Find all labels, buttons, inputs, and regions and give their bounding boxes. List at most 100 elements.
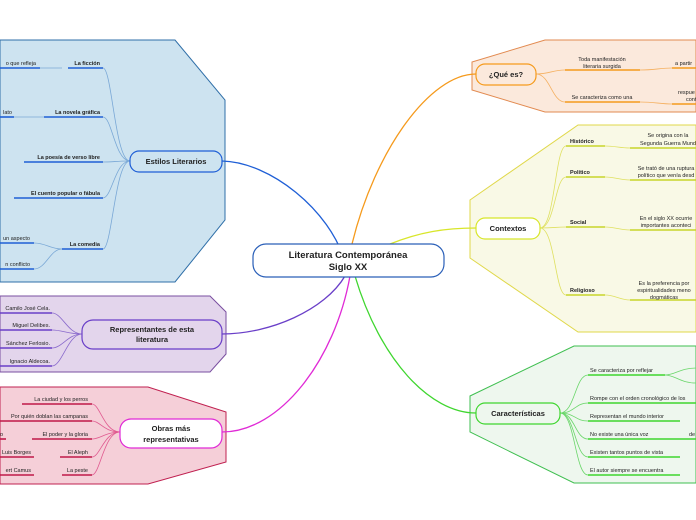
connector-representantes [221, 275, 346, 335]
contexto-detail: Es la preferencia por [639, 281, 690, 287]
caracteristica[interactable]: Representan el mundo interior [590, 414, 664, 420]
que-es-detail: cont [686, 97, 696, 103]
estilos-branch [102, 160, 131, 199]
caracteristica-tail: de [689, 432, 695, 438]
estilo-detail: lato [3, 110, 12, 116]
que-es-branch [639, 67, 673, 71]
rep-branch [51, 312, 83, 335]
representantes-node[interactable] [81, 319, 223, 350]
contexto-label[interactable]: Histórico [570, 139, 594, 145]
que-es-branch [535, 69, 566, 75]
obra-title[interactable]: El Aleph [68, 450, 88, 456]
connector-que-es [351, 73, 477, 245]
caracteristicas-node[interactable] [475, 402, 561, 425]
contexto-detail: dogmáticas [650, 295, 678, 301]
contexto-label[interactable]: Religioso [570, 288, 595, 294]
obra-title[interactable]: El poder y la gloria [42, 432, 88, 438]
obras-title-line1: Obras más [152, 424, 191, 433]
contextos-node[interactable] [475, 217, 541, 240]
ctx-branch [539, 227, 567, 296]
connector-contextos [389, 227, 477, 245]
caracteristica[interactable]: Rompe con el orden cronológico de los [590, 396, 686, 402]
obras-branch [91, 403, 121, 433]
estilos-node[interactable] [129, 150, 223, 173]
contexto-detail: En el siglo XX ocurrie [640, 216, 693, 222]
obras-branch [91, 420, 121, 433]
representante[interactable]: Sánchez Ferlosio. [6, 341, 50, 347]
estilos-title: Estilos Literarios [146, 157, 207, 166]
ctx-branch [604, 226, 631, 231]
que-es-branch [535, 73, 566, 103]
estilos-branch [102, 67, 131, 162]
contextos-panel [469, 124, 696, 333]
car-branch [664, 374, 696, 384]
representantes-title-line2: literatura [136, 335, 169, 344]
que-es-branch [639, 101, 673, 105]
que-es-panel [471, 39, 696, 113]
estilo-detail: n conflicto [5, 262, 30, 268]
obra-author: ert Camus [6, 468, 32, 474]
estilo-detail: un aspecto [3, 236, 30, 242]
que-es-item-line1[interactable]: Toda manifestación [578, 57, 625, 63]
rep-branch [51, 333, 83, 367]
ctx-branch [539, 145, 567, 229]
estilo-label[interactable]: La comedia [70, 242, 101, 248]
estilo-label[interactable]: El cuento popular o fábula [31, 191, 101, 197]
caracteristica[interactable]: El autor siempre se encuentra [590, 468, 664, 474]
obra-author: o [0, 432, 3, 438]
central-title-line2: Siglo XX [329, 262, 368, 273]
contextos-title: Contextos [490, 224, 527, 233]
ctx-branch [604, 176, 631, 181]
representante[interactable]: Ignacio Aldecoa. [10, 359, 51, 365]
estilos-branch [102, 116, 131, 162]
representantes-title-line1: Representantes de esta [110, 325, 195, 334]
contexto-detail: espiritualidades meno [637, 288, 691, 294]
que-es-node[interactable] [475, 63, 537, 86]
connector-caracteristicas [354, 275, 477, 414]
que-es-detail: respue [678, 90, 695, 96]
contexto-detail: Se origina con la [648, 133, 690, 139]
estilos-panel [0, 39, 226, 283]
estilo-label[interactable]: La ficción [74, 61, 100, 67]
ctx-branch [604, 294, 631, 301]
obra-title[interactable]: La ciudad y los perros [34, 397, 88, 403]
que-es-title: ¿Qué es? [489, 70, 524, 79]
que-es-item-line1[interactable]: Se caracteriza como una [572, 95, 634, 101]
contexto-label[interactable]: Social [570, 220, 587, 226]
ctx-branch [539, 176, 567, 229]
ctx-branch [539, 226, 567, 229]
estilos-branch [102, 160, 131, 250]
obra-author: Luis Borges [2, 450, 31, 456]
caracteristica[interactable]: No existe una única voz [590, 432, 649, 438]
contexto-label[interactable]: Político [570, 170, 591, 176]
car-branch [559, 412, 589, 476]
obras-branch [91, 431, 121, 476]
estilo-detail: o que refleja [6, 61, 37, 67]
contexto-detail: político que venía desd [638, 173, 695, 179]
central-title-line1: Literatura Contemporánea [289, 250, 408, 261]
caracteristicas-panel [469, 345, 696, 484]
car-branch [559, 402, 589, 414]
estilo-label[interactable]: La poesía de verso libre [37, 155, 100, 161]
obras-node[interactable] [119, 418, 223, 449]
car-branch [559, 374, 589, 414]
obra-title[interactable]: Por quién doblan las campanas [11, 414, 88, 420]
estilo-label[interactable]: La novela gráfica [55, 110, 101, 116]
caracteristica[interactable]: Se caracteriza por reflejar [590, 368, 653, 374]
ctx-branch [604, 145, 631, 149]
obra-title[interactable]: La peste [67, 468, 88, 474]
caracteristicas-title: Características [491, 409, 545, 418]
contexto-detail: Se trató de una ruptura [638, 166, 696, 172]
caracteristica[interactable]: Existen tantos puntos de vista [590, 450, 664, 456]
que-es-item-line2[interactable]: literaria surgida [583, 64, 622, 70]
que-es-detail: a partir [675, 61, 692, 67]
estilos-branch [102, 160, 131, 163]
representante[interactable]: Miguel Delibes. [12, 323, 50, 329]
contexto-detail: Segunda Guerra Mund [640, 141, 696, 147]
representante[interactable]: Camilo José Cela. [5, 306, 50, 312]
estilos-branch [33, 242, 63, 250]
central-topic[interactable] [252, 243, 445, 278]
connector-obras [221, 275, 351, 433]
obras-title-line2: representativas [143, 435, 198, 444]
